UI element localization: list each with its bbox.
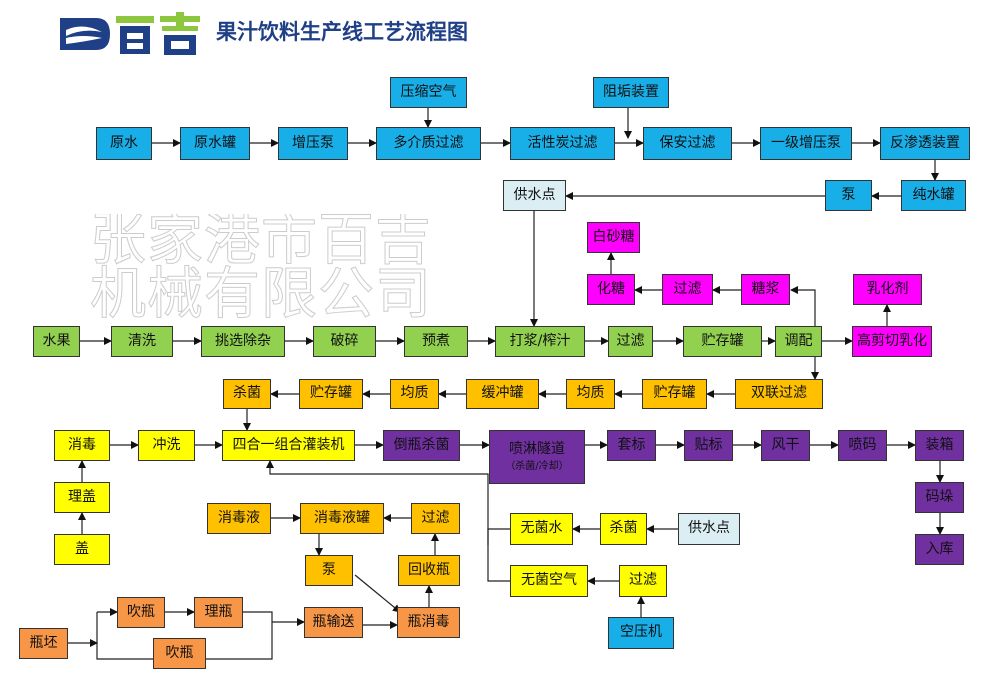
node-blow-2: 吹瓶 [153,638,206,669]
node-cap: 盖 [54,534,110,565]
node-convey: 瓶输送 [304,607,363,638]
node-juice-storage: 贮存罐 [683,326,762,357]
node-box: 装箱 [915,430,964,461]
node-clean-filter: 过滤 [411,503,460,534]
node-storage-2: 贮存罐 [642,379,707,409]
node-blend: 调配 [775,326,822,357]
node-sterilize: 杀菌 [223,379,271,409]
node-white-sugar: 白砂糖 [587,222,640,253]
node-water-supply: 供水点 [678,513,740,545]
node-pump: 泵 [825,180,872,211]
node-raw-water: 原水 [96,127,152,160]
node-sleeve: 套标 [607,430,656,461]
node-ro-unit: 反渗透装置 [880,127,970,160]
node-booster-pump: 增压泵 [278,127,348,160]
node-stack: 码垛 [915,482,964,513]
node-storage-1: 贮存罐 [299,379,363,409]
page-title: 果汁饮料生产线工艺流程图 [216,20,468,44]
node-clean-pump: 泵 [305,555,353,586]
node-disinfect: 消毒 [54,430,110,461]
node-spray-tunnel: 喷淋隧道 （杀菌/冷却） [489,430,585,484]
node-antiscalant: 阻垢装置 [593,77,669,108]
node-rinse: 冲洗 [138,430,195,461]
node-bottle-sort: 理瓶 [194,597,243,628]
node-sterile-water: 无菌水 [510,513,573,545]
node-crush: 破碎 [313,326,376,357]
node-juice-filter: 过滤 [608,326,653,357]
node-syrup: 糖浆 [741,274,790,305]
tunnel-sublabel: （杀菌/冷却） [505,460,569,472]
node-filler: 四合一组合灌装机 [222,430,355,461]
node-preboil: 预煮 [404,326,468,357]
node-pulp: 打浆/榨汁 [495,326,585,357]
node-cap-sort: 理盖 [54,482,110,513]
node-buffer-tank: 缓冲罐 [466,379,539,409]
watermark: 张家港市百吉机械有限公司 [90,214,432,322]
node-homogenize-1: 均质 [390,379,439,409]
node-dissolve-sugar: 化糖 [587,274,635,305]
node-air-filter: 过滤 [619,565,667,597]
node-fruit: 水果 [33,326,80,357]
node-carbon-filter: 活性炭过滤 [510,127,615,160]
node-compressed-air: 压缩空气 [390,77,467,108]
node-preform: 瓶坯 [19,628,68,659]
node-stage1-pump: 一级增压泵 [760,127,852,160]
node-homogenize-2: 均质 [566,379,615,409]
node-emulsifier: 乳化剂 [853,274,922,305]
node-duplex-filter: 双联过滤 [735,379,823,409]
node-pure-tank: 纯水罐 [901,180,966,211]
node-invert-sterilize: 倒瓶杀菌 [383,430,460,461]
node-multimedia-filter: 多介质过滤 [376,127,481,160]
node-sugar-filter: 过滤 [662,274,713,305]
node-solution-tank: 消毒液罐 [300,503,384,534]
node-recycle: 回收瓶 [398,555,460,586]
node-bottle-disinfect: 瓶消毒 [397,607,460,638]
node-blow-1: 吹瓶 [117,597,165,628]
node-solution: 消毒液 [207,503,271,534]
company-logo [60,12,200,55]
node-compressor: 空压机 [608,617,674,649]
node-label: 贴标 [684,430,733,461]
node-code: 喷码 [838,430,887,461]
node-store: 入库 [915,534,964,565]
node-dry: 风干 [761,430,810,461]
node-water-sterilize: 杀菌 [600,513,647,545]
node-shear-emulsify: 高剪切乳化 [852,326,932,357]
tunnel-label: 喷淋隧道 [509,441,565,458]
node-security-filter: 保安过滤 [643,127,732,160]
node-sort: 挑选除杂 [201,326,285,357]
node-raw-tank: 原水罐 [180,127,250,160]
node-wash: 清洗 [111,326,173,357]
node-supply-point: 供水点 [503,180,566,211]
node-sterile-air: 无菌空气 [510,565,588,597]
